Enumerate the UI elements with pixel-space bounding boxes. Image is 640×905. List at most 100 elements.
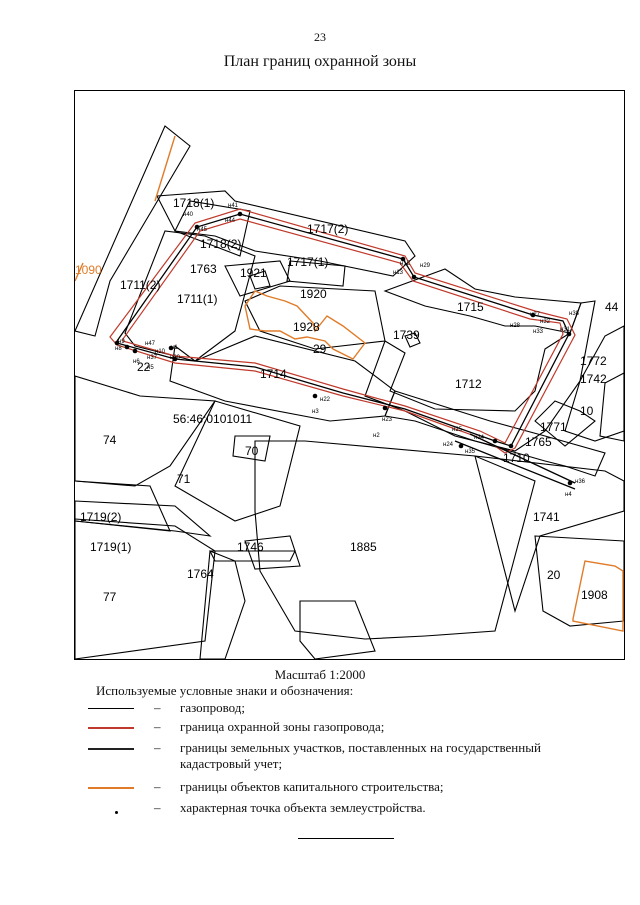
point-label: н47 [145,341,156,347]
point-marker [124,344,130,350]
legend-dash: – [154,800,161,815]
signature-line [298,838,394,839]
point-label: н5 [147,365,154,371]
parcel-label: 1717(1) [287,255,328,269]
parcel-outline [254,440,536,640]
parcel-borders [75,125,624,659]
parcel-outline [232,435,271,462]
point-label: н4 [565,492,572,498]
point-marker [508,443,514,449]
pipe-line [454,440,576,490]
zone-map: 1718(1) 1717(2) 1718(2) 1717(1) 1763 192… [74,90,625,660]
point-label: н13 [393,270,404,276]
parcel-outline [474,455,624,613]
parcel-label: 56:46:0101011 [173,412,253,426]
point-label: н31 [560,327,571,333]
parcel-outline [75,375,217,487]
point-label: н12 [400,261,411,267]
parcel-outline [599,372,624,442]
point-label: н45 [197,227,208,233]
parcel-label: 1921 [240,266,267,280]
point-label: н38 [569,311,580,317]
parcel-label: 1719(2) [80,510,121,524]
parcel-label: 71 [177,472,191,486]
point-label: н2 [373,433,380,439]
point-label: н28 [510,323,521,329]
building-outline [244,290,366,360]
point-label: н6 [133,359,140,365]
parcel-outline [75,518,216,659]
gas-pipe [116,213,576,490]
parcel-label: 1718(1) [173,196,214,210]
parcel-label: 1765 [525,435,552,449]
point-marker [237,211,243,217]
point-label: н1 [171,345,178,351]
parcel-outline [209,550,296,562]
parcel-label: 1090 [75,263,102,277]
point-marker [400,256,406,262]
parcel-label: 1746 [237,540,264,554]
protection-zone [109,208,576,454]
point-label: н25 [452,427,463,433]
point-label: н27 [530,312,541,318]
parcel-label: 1714 [260,367,287,381]
parcel-label: 77 [103,590,117,604]
legend-text: характерная точка объекта землеустройств… [180,800,426,815]
parcel-label: 1715 [457,300,484,314]
parcel-label: 1719(1) [90,540,131,554]
point-marker [530,312,536,318]
point-marker [492,438,498,444]
point-marker [411,274,417,280]
legend-heading: Используемые условные знаки и обозначени… [96,683,354,698]
parcel-outline [564,325,624,442]
parcel-label: 1908 [581,588,608,602]
protection-zone-symbol [88,727,134,729]
point-marker [172,356,178,362]
legend-text: газопровод; [180,700,246,715]
point-marker [194,224,200,230]
parcel-outline [199,550,246,659]
map-canvas: 1718(1) 1717(2) 1718(2) 1717(1) 1763 192… [75,125,624,659]
parcel-label: 70 [245,444,259,458]
point-label: н41 [228,203,239,209]
legend-text: границы земельных участков, поставленных… [180,740,541,771]
point-label: н8 [115,346,122,352]
parcel-label: 1712 [455,377,482,391]
parcel-outline [174,200,251,257]
zone-outline [122,218,564,444]
parcel-outline [534,535,624,627]
parcel-label: 1885 [350,540,377,554]
parcel-labels: 1718(1) 1717(2) 1718(2) 1717(1) 1763 192… [75,196,619,604]
point-symbol [115,811,118,814]
point-label: н9 [118,339,125,345]
point-label: н3 [312,409,319,415]
parcel-label: 44 [605,300,619,314]
parcel-label: 1711(1) [177,292,217,306]
point-marker [114,340,120,346]
map-scale: Масштаб 1:2000 [274,667,366,682]
parcel-label: 1764 [187,567,214,581]
point-label: н34 [474,435,485,441]
parcel-label: 22 [137,360,151,374]
gas-pipe-symbol [88,708,134,709]
legend-dash: – [154,719,161,734]
parcel-outline [124,230,256,362]
point-label: н32 [540,319,551,325]
point-label: н22 [320,397,331,403]
parcel-label: 20 [547,568,561,582]
building-outline [75,262,84,282]
point-label: н37 [147,355,158,361]
legend-dash: – [154,740,161,755]
parcel-outline [174,400,301,522]
parcel-label: 1711(2) [120,278,160,292]
parcel-border-symbol [88,748,134,750]
point-label: н30 [170,355,181,361]
parcel-label: 1710 [503,451,530,465]
parcel-label: 1920 [300,287,327,301]
parcel-label: 10 [580,404,594,418]
point-marker [567,480,573,486]
building-outline [572,560,624,632]
building-border-symbol [88,787,134,789]
parcel-outline [244,535,301,570]
parcel-label: 1771 [540,420,567,434]
